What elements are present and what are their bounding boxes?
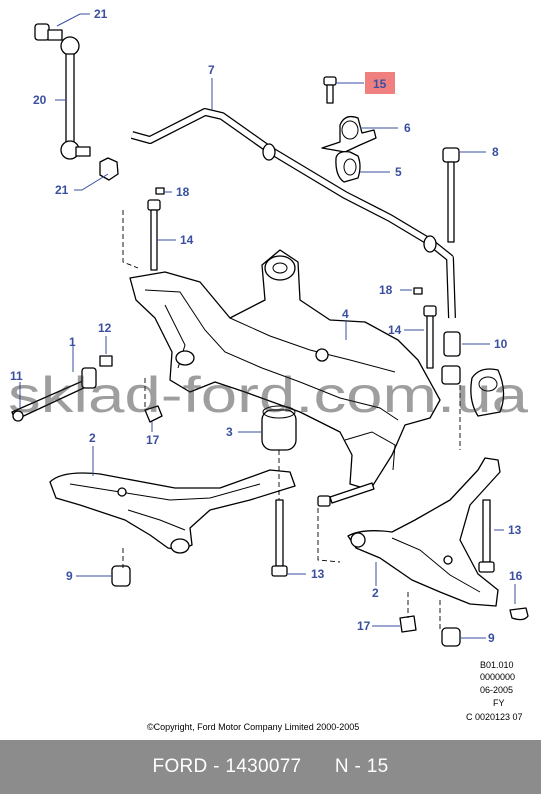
bushing-10 <box>441 331 461 385</box>
bushing-9-left <box>111 565 131 587</box>
copyright: ©Copyright, Ford Motor Company Limited 2… <box>147 722 359 732</box>
callout-2-left: 2 <box>89 431 96 445</box>
callout-5: 5 <box>395 165 402 179</box>
callout-18-left: 18 <box>176 185 190 199</box>
bolt-13-left <box>271 499 288 577</box>
bushing-right <box>470 368 505 417</box>
callout-11: 11 <box>10 369 23 383</box>
bolt-14-right <box>413 287 437 369</box>
callout-13-left: 13 <box>311 567 325 581</box>
callout-21-bottom: 21 <box>55 183 69 197</box>
bushing-5 <box>335 150 361 183</box>
ref-code-2: 06-2005 <box>480 685 513 695</box>
watermark: sklad-ford.com.ua <box>8 367 528 423</box>
stabilizer-link <box>34 23 119 181</box>
callout-9-right: 9 <box>488 631 495 645</box>
lower-arm-left <box>49 469 296 554</box>
clip-16 <box>509 607 529 621</box>
front-subframe <box>129 249 441 491</box>
callout-9-left: 9 <box>66 569 73 583</box>
callout-8: 8 <box>492 145 499 159</box>
callout-15: 15 <box>373 77 387 91</box>
callouts: 21 20 21 7 15 6 5 8 18 14 4 18 14 10 1 1… <box>10 7 523 645</box>
lower-arm-right <box>347 457 501 607</box>
bolt-13-right <box>478 499 495 573</box>
reference-codes: B01.010 0000000 06-2005 FY C 0020123 07 <box>466 660 523 722</box>
callout-21-top: 21 <box>94 7 108 21</box>
highlight-box <box>365 72 395 94</box>
callout-12: 12 <box>98 321 112 335</box>
ref-code-1: 0000000 <box>480 672 515 682</box>
callout-4: 4 <box>342 307 349 321</box>
bracket-6 <box>321 115 377 153</box>
footer-part-number: FORD - 1430077 N - 15 <box>152 756 389 777</box>
ref-code-3: FY <box>493 698 505 708</box>
callout-7: 7 <box>208 63 215 77</box>
nut-17-left <box>144 405 163 423</box>
nut-17-right <box>399 615 417 633</box>
callout-13-right: 13 <box>508 523 522 537</box>
callout-17-left: 17 <box>146 433 160 447</box>
tie-rod-1 <box>11 355 113 422</box>
bushing-9-right <box>441 627 461 647</box>
parts-diagram: 21 20 21 7 15 6 5 8 18 14 4 18 14 10 1 1… <box>8 7 529 732</box>
callout-20: 20 <box>33 93 47 107</box>
callout-1: 1 <box>69 335 76 349</box>
callout-17-right: 17 <box>357 619 371 633</box>
bolt-horizontal <box>317 482 375 507</box>
callout-14-right: 14 <box>388 323 402 337</box>
bolt-15 <box>323 76 337 104</box>
callout-6: 6 <box>404 121 411 135</box>
callout-16: 16 <box>509 569 523 583</box>
ref-code-0: B01.010 <box>480 660 514 670</box>
footer-bar: FORD - 1430077 N - 15 <box>0 740 541 794</box>
callout-18-right: 18 <box>379 283 393 297</box>
ref-code-4: C 0020123 07 <box>466 712 523 722</box>
callout-14-left: 14 <box>180 233 194 247</box>
callout-10: 10 <box>494 337 508 351</box>
bolt-8 <box>442 147 460 243</box>
stabilizer-bar <box>130 108 456 319</box>
callout-3: 3 <box>226 425 233 439</box>
callout-2-right: 2 <box>372 586 379 600</box>
bolt-14-left <box>147 187 165 271</box>
